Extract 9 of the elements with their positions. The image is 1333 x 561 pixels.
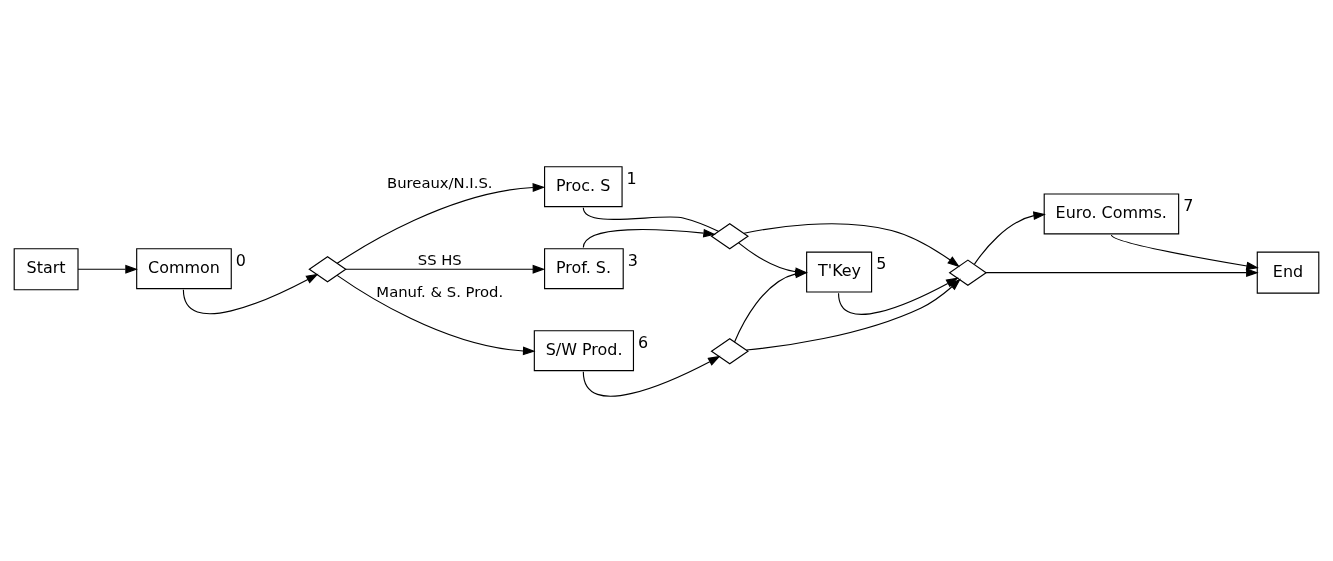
node-label: 7: [1183, 195, 1194, 215]
edge-label: Manuf. & S. Prod.: [376, 282, 504, 300]
node-label: 3: [627, 250, 638, 270]
node-label: 1: [626, 168, 637, 188]
edge-label: Bureaux/N.I.S.: [387, 173, 493, 191]
node-label: 0: [235, 250, 246, 270]
node-label: 6: [638, 332, 649, 352]
edge-label: SS HS: [417, 250, 462, 268]
node-label: 5: [876, 253, 887, 273]
